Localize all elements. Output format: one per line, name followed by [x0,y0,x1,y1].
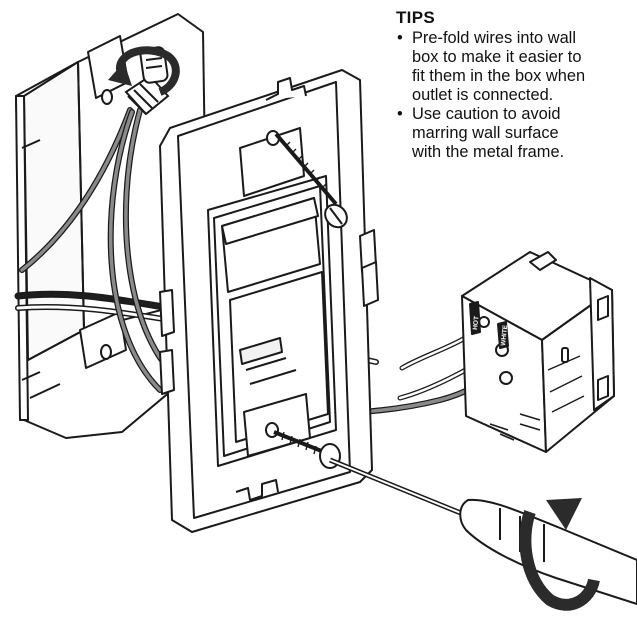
tips-panel: TIPS • Pre-fold wires into wall box to m… [382,8,637,162]
outlet-device-icon [461,251,615,453]
terminal-label-white: WHITE [500,324,509,346]
terminal-label-hot: HOT [472,316,480,330]
tips-title: TIPS [396,8,435,27]
tip-text-line: Pre-fold wires into wall [412,29,576,47]
tip-bullet: • [397,29,403,47]
tip-bullet: • [397,105,403,123]
tip-item: • Pre-fold wires into wall box to make i… [382,29,637,105]
tip-text-line: Use caution to avoid [412,105,561,123]
mounting-frame-icon [159,69,379,533]
rotation-arrow-icon [108,46,180,96]
tips-list: • Pre-fold wires into wall box to make i… [382,29,637,162]
terminal-screws [478,316,513,385]
screwdriver-rotation-arrow-icon [519,498,600,611]
tip-text-line: outlet is connected. [412,86,554,104]
mounting-screw-bottom-icon [265,422,341,469]
tip-text-line: box to make it easier to [412,48,582,66]
mounting-screw-top-icon [266,130,348,229]
tip-text-line: fit them in the box when [412,67,586,85]
tip-item: • Use caution to avoid marring wall surf… [382,105,637,162]
outlet-terminal-labels: HOT WHITE [472,316,509,346]
tip-text-line: with the metal frame. [412,143,565,161]
tip-text-line: marring wall surface [412,124,559,142]
